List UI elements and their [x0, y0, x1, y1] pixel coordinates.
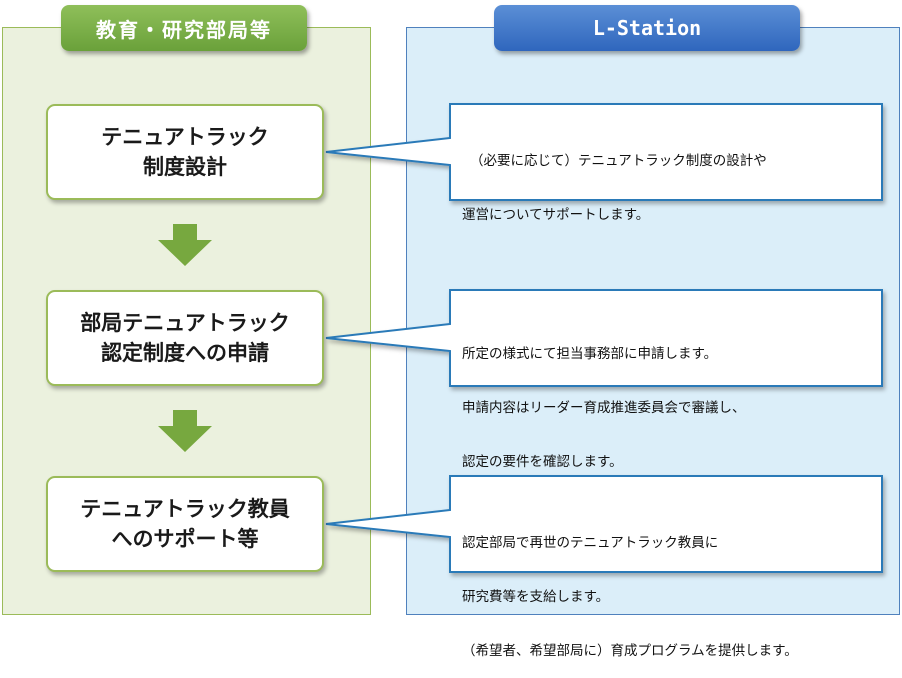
callout-box-3: [325, 475, 883, 573]
step-1-line-1: テニュアトラック: [101, 125, 269, 149]
callout-text-1: （必要に応じて）テニュアトラック制度の設計や 運営についてサポートします。: [450, 104, 882, 223]
callout-box-2: [325, 289, 883, 387]
note-1-line-1: （必要に応じて）テニュアトラック制度の設計や: [470, 153, 767, 169]
step-tenure-track-design: テニュアトラック 制度設計: [46, 104, 324, 200]
note-3-line-3: （希望者、希望部局に）育成プログラムを提供します。: [462, 643, 798, 659]
left-header: 教育・研究部局等: [61, 5, 307, 51]
step-1-line-2: 制度設計: [143, 155, 227, 179]
note-1-line-2: 運営についてサポートします。: [462, 207, 650, 223]
step-faculty-support: テニュアトラック教員 へのサポート等: [46, 476, 324, 572]
note-2-line-2: 申請内容はリーダー育成推進委員会で審議し、: [462, 400, 746, 416]
step-3-line-1: テニュアトラック教員: [80, 497, 290, 521]
step-2-line-2: 認定制度への申請: [101, 341, 269, 365]
step-2-line-1: 部局テニュアトラック: [80, 311, 290, 335]
note-3-line-2: 研究費等を支給します。: [462, 589, 610, 605]
step-department-application: 部局テニュアトラック 認定制度への申請: [46, 290, 324, 386]
callout-box-1: [325, 103, 883, 201]
note-3-line-1: 認定部局で再世のテニュアトラック教員に: [462, 535, 719, 551]
note-2-line-1: 所定の様式にて担当事務部に申請します。: [462, 346, 718, 362]
right-header: L-Station: [494, 5, 800, 51]
callout-text-2: 所定の様式にて担当事務部に申請します。 申請内容はリーダー育成推進委員会で審議し…: [450, 290, 882, 470]
note-2-line-3: 認定の要件を確認します。: [462, 454, 623, 470]
callout-text-3: 認定部局で再世のテニュアトラック教員に 研究費等を支給します。 （希望者、希望部…: [450, 476, 882, 659]
step-3-line-2: へのサポート等: [111, 527, 259, 551]
down-arrow-icon: [158, 410, 212, 452]
down-arrow-icon: [158, 224, 212, 266]
callout-shapes: [325, 103, 883, 573]
